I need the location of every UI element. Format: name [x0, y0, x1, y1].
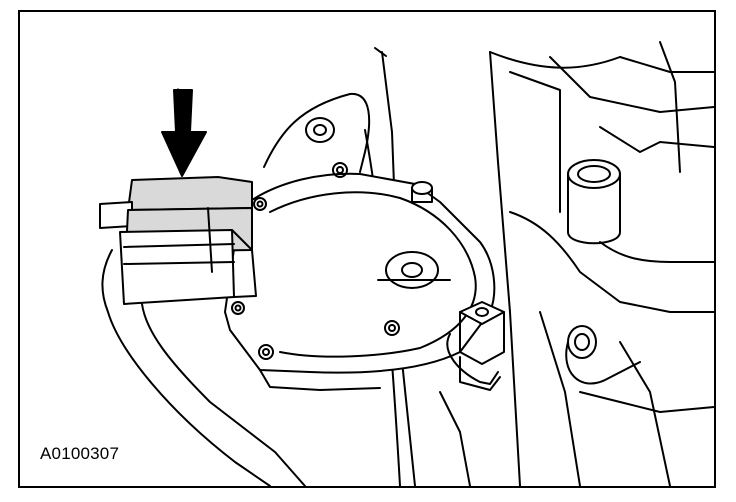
electrical-connector: [99, 176, 257, 305]
case-boss: [567, 159, 621, 245]
sensor-bolt-lower-right: [384, 320, 400, 336]
manual-lever-nut: [446, 301, 505, 391]
wiring-harness: [101, 249, 306, 486]
sensor-bolt-left: [253, 197, 267, 211]
range-sensor-body: [224, 172, 496, 391]
sensor-bolt-lower-left: [231, 301, 245, 315]
transmission-range-sensor-drawing: [99, 41, 714, 486]
down-arrow-icon: [161, 88, 207, 177]
illustration-frame: A0100307: [18, 10, 716, 488]
sensor-mounting-tab: [263, 92, 371, 173]
case-fitting: [565, 325, 641, 385]
transmission-case-outline: [364, 41, 714, 486]
sensor-bolt-bottom: [258, 344, 274, 360]
sensor-bolt-right: [411, 181, 433, 203]
sensor-bolt-top: [332, 162, 348, 178]
figure-reference-code: A0100307: [40, 444, 120, 463]
